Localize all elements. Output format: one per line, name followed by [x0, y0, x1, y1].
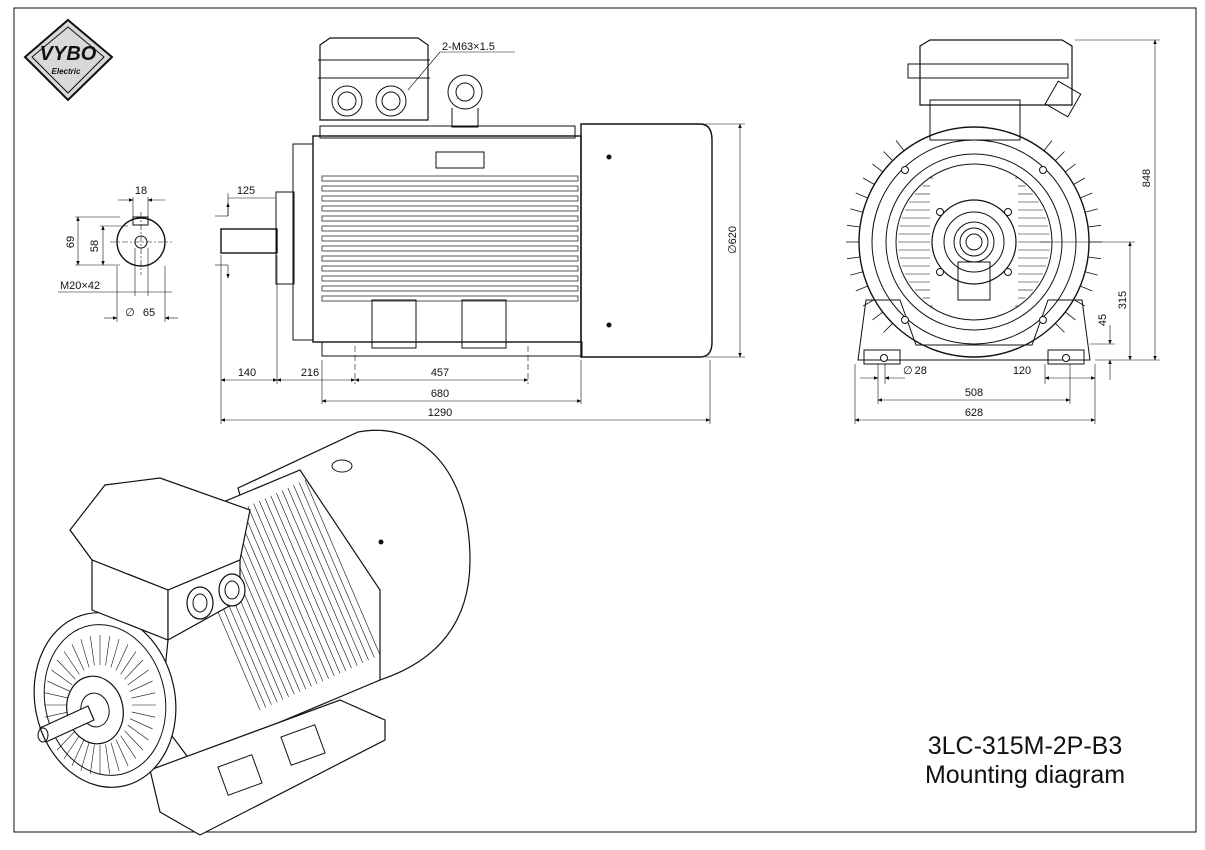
- dim-28: 28: [915, 365, 927, 377]
- dim-45: 45: [1097, 314, 1109, 326]
- dim-dia-620: ∅620: [727, 226, 739, 254]
- shaft-section-view: 18 69 58 M20×42 ∅ 65: [58, 185, 178, 322]
- dim-1290: 1290: [428, 407, 452, 419]
- dim-508: 508: [965, 387, 983, 399]
- dim-457: 457: [431, 367, 449, 379]
- dim-thread: M20×42: [60, 280, 100, 292]
- dim-120: 120: [1013, 365, 1031, 377]
- dim-dia-symbol-65: ∅: [125, 307, 135, 319]
- cable-gland-label: 2-M63×1.5: [442, 41, 495, 53]
- dim-69: 69: [65, 236, 77, 248]
- dim-dia-symbol-28: ∅: [903, 365, 913, 377]
- logo-subtext: Electric: [52, 67, 81, 76]
- title-block: 3LC-315M-2P-B3 Mounting diagram: [890, 732, 1160, 790]
- front-view: 848 315 45 ∅28 120 508 628: [846, 39, 1160, 424]
- dim-680: 680: [431, 388, 449, 400]
- dim-315: 315: [1117, 291, 1129, 309]
- dim-dia65: 65: [143, 307, 155, 319]
- dim-848: 848: [1141, 169, 1153, 187]
- dim-125: 125: [237, 185, 255, 197]
- dim-216: 216: [301, 367, 319, 379]
- dim-key-width: 18: [135, 185, 147, 197]
- dim-620: 620: [727, 226, 739, 244]
- dim-140: 140: [238, 367, 256, 379]
- diagram-subtitle: Mounting diagram: [924, 761, 1126, 789]
- isometric-view: [33, 429, 471, 836]
- dim-628: 628: [965, 407, 983, 419]
- dim-dia28: ∅28: [903, 365, 927, 377]
- side-view: 2-M63×1.5 125 ∅620: [215, 37, 745, 424]
- vybo-logo: VYBO Electric: [23, 18, 114, 102]
- logo-text: VYBO: [40, 43, 97, 65]
- dim-dia-symbol-620: ∅: [727, 244, 739, 254]
- drawing-frame: [13, 7, 1197, 833]
- model-title: 3LC-315M-2P-B3: [927, 732, 1123, 760]
- dim-58: 58: [89, 240, 101, 252]
